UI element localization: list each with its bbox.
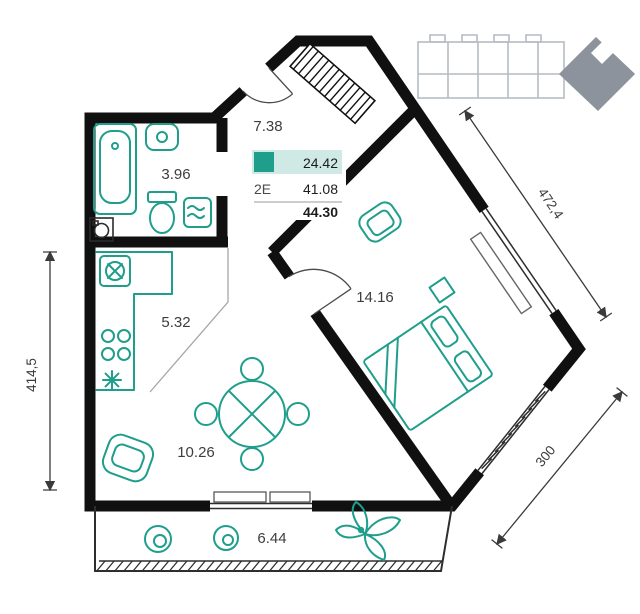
locator-current-unit-marker: [558, 36, 636, 112]
bedroom-armchair-icon: [358, 201, 402, 243]
balcony-door-panel: [269, 491, 311, 503]
kitchen-counter: [95, 251, 173, 391]
locator-building-outline: [417, 41, 565, 99]
washing-machine-icon: [183, 197, 212, 228]
bathtub-icon: [93, 123, 137, 215]
bathroom-area-label: 3.96: [161, 166, 190, 183]
sink-icon: [145, 123, 179, 151]
balcony-area-label: 6.44: [257, 530, 286, 547]
kitchen-sink-icon: [99, 255, 131, 287]
hall-area-label: 7.38: [253, 118, 282, 135]
unit-type-label: 2Е: [254, 181, 271, 197]
chair-icon: [240, 447, 264, 471]
toilet-icon: [147, 191, 177, 234]
staircase: [288, 42, 377, 125]
stair-outline: [288, 42, 377, 125]
balcony-door-glazing: [210, 502, 312, 510]
card-value-area: 41.08: [303, 181, 338, 197]
living-room-furniture: [101, 357, 310, 483]
balcony-stool-icon: [213, 525, 239, 551]
hood-star-icon: [102, 370, 122, 390]
entrance-door-opening: [238, 62, 274, 97]
stove-icon: [101, 329, 131, 361]
card-value-total: 44.30: [303, 204, 338, 220]
chair-icon: [240, 357, 264, 381]
appliance-icon: [89, 217, 114, 242]
bedroom-door-opening: [282, 272, 321, 318]
bedroom-area-label: 14.16: [356, 289, 394, 306]
card-value-living: 24.42: [303, 155, 338, 171]
balcony-structure: [94, 505, 453, 572]
chair-icon: [286, 402, 310, 426]
kitchen-area-label: 5.32: [161, 314, 190, 331]
bottom-right-dimension: 300: [491, 387, 628, 549]
right-dimension-label: 472,4: [535, 185, 567, 222]
bed-icon: [363, 305, 493, 431]
armchair-icon: [101, 433, 155, 483]
kitchen-zone-divider: [149, 248, 229, 393]
left-dimension: 414,5: [24, 250, 57, 492]
plant-icon: [335, 501, 401, 561]
kitchen-fixtures: [95, 251, 173, 391]
bedroom-door-swing: [288, 268, 352, 315]
bottom-right-dimension-label: 300: [533, 443, 559, 470]
accent-swatch: [254, 152, 274, 172]
locator-unit-dividers: [418, 42, 564, 98]
bathroom-fixtures: [89, 123, 212, 242]
balcony-furniture: [144, 501, 401, 561]
balcony-window-sill: [213, 491, 267, 503]
locator-unit-notch: [591, 42, 613, 64]
left-dimension-label: 414,5: [24, 358, 39, 392]
unit-info-card: 24.42 2Е 41.08 44.30: [246, 146, 346, 220]
chair-icon: [194, 402, 218, 426]
locator-balcony-notches: [429, 34, 542, 43]
living-room-area-label: 10.26: [177, 444, 215, 461]
room-area-labels: 7.38 3.96 5.32 14.16 10.26 6.44: [161, 118, 393, 547]
balcony-stool-icon: [144, 525, 172, 553]
entrance-door-swing: [242, 67, 294, 104]
nightstand-icon: [428, 276, 456, 304]
balcony-outline: [94, 505, 453, 572]
building-locator: [417, 34, 636, 112]
dining-table-icon: [218, 380, 286, 448]
stair-steps: [292, 46, 371, 120]
